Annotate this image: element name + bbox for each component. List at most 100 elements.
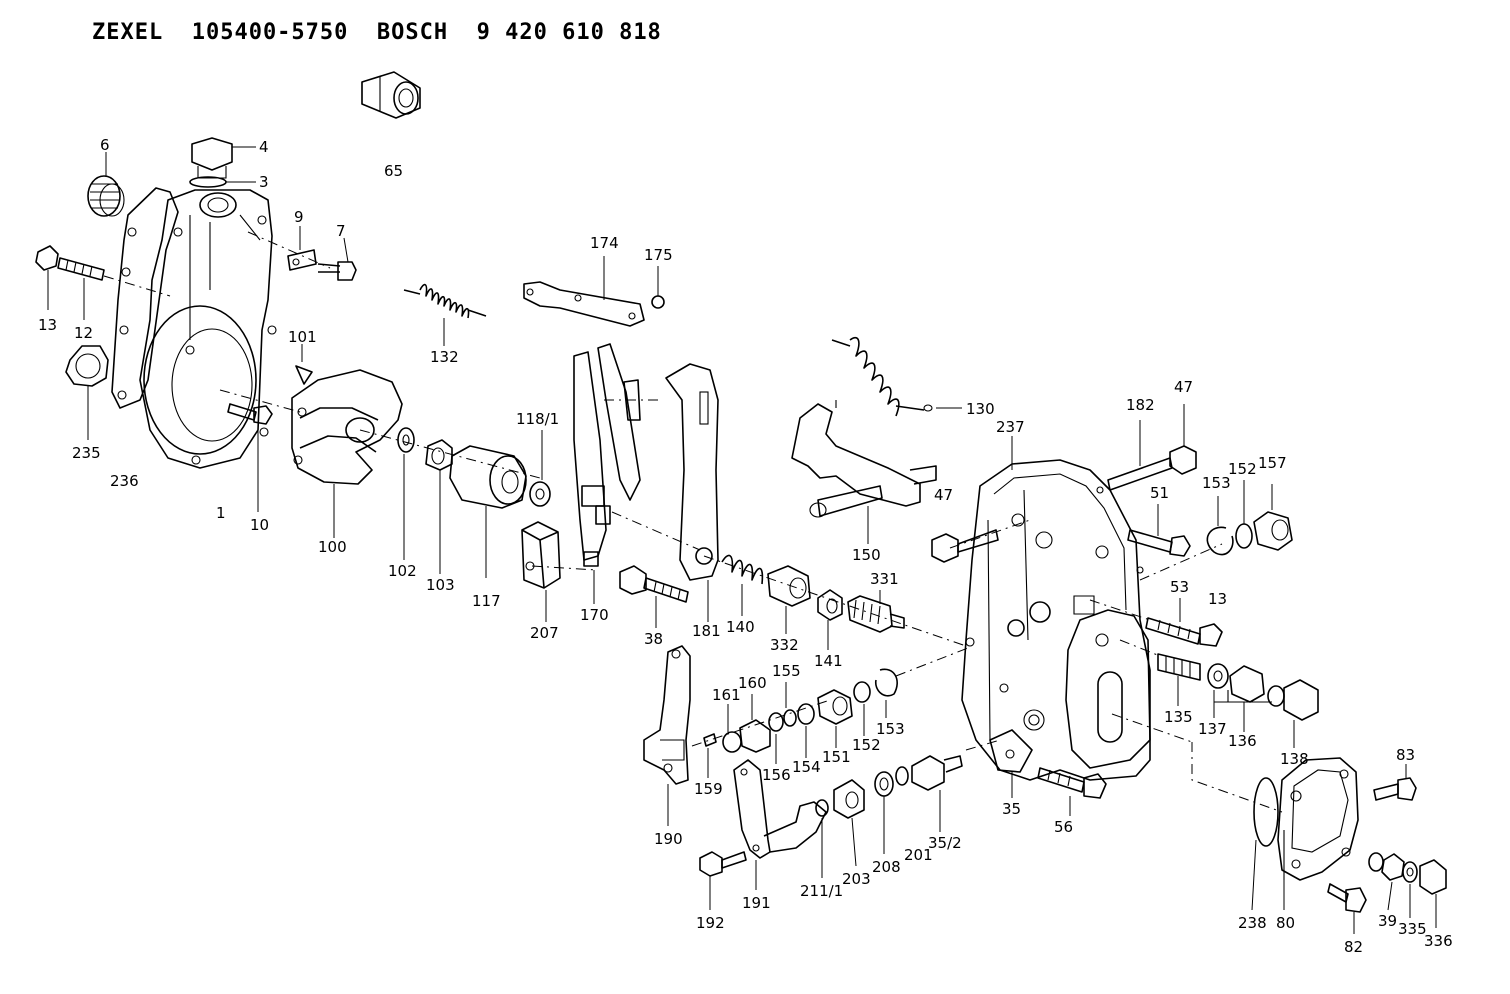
- label-207: 207: [530, 624, 559, 642]
- label-7: 7: [336, 222, 346, 240]
- part-332-nut: [767, 565, 811, 634]
- label-138: 138: [1280, 750, 1309, 768]
- part-160-spring-seat: [739, 694, 771, 753]
- label-118-1: 118/1: [516, 410, 559, 428]
- label-56: 56: [1054, 818, 1073, 836]
- label-159: 159: [694, 780, 723, 798]
- part-65-nut: [361, 71, 421, 119]
- label-151: 151: [822, 748, 851, 766]
- part-bolt-cover-left: [931, 529, 999, 563]
- part-155-washer: [768, 682, 797, 732]
- label-191: 191: [742, 894, 771, 912]
- part-9-plate: [287, 226, 317, 271]
- part-39-washer: [1368, 852, 1384, 872]
- label-150: 150: [852, 546, 881, 564]
- part-331-adjust-bolt: [847, 590, 905, 633]
- label-174: 174: [590, 234, 619, 252]
- label-47-right: 47: [1174, 378, 1193, 396]
- label-100: 100: [318, 538, 347, 556]
- label-132: 132: [430, 348, 459, 366]
- part-191-lever: [733, 759, 827, 890]
- part-53-bolt: [1145, 598, 1223, 647]
- label-135: 135: [1164, 708, 1193, 726]
- label-39: 39: [1378, 912, 1397, 930]
- label-208: 208: [872, 858, 901, 876]
- diagram-title: ZEXEL 105400-5750 BOSCH 9 420 610 818: [92, 20, 662, 45]
- part-157-plug: [1253, 484, 1293, 551]
- label-137: 137: [1198, 720, 1227, 738]
- label-83: 83: [1396, 746, 1415, 764]
- label-203: 203: [842, 870, 871, 888]
- label-331: 331: [870, 570, 899, 588]
- part-13-nut: [35, 245, 59, 310]
- part-336-cap-nut: [1419, 859, 1447, 928]
- part-207-block: [521, 521, 597, 622]
- part-150-control-lever: [791, 400, 937, 544]
- part-labels: 4 3 6 9 7 13 12 235 236 1 10 101 100 102…: [38, 136, 1453, 956]
- part-161-washer: [722, 704, 742, 753]
- part-151-sleeve: [817, 689, 853, 748]
- label-157: 157: [1258, 454, 1287, 472]
- label-13-left: 13: [38, 316, 57, 334]
- part-100-flyweight-assembly: [291, 369, 403, 538]
- label-10: 10: [250, 516, 269, 534]
- part-117-shift-sleeve: [449, 445, 527, 578]
- part-141-nut: [817, 589, 843, 650]
- label-236: 236: [110, 472, 139, 490]
- label-336: 336: [1424, 932, 1453, 950]
- part-190-lever: [643, 645, 691, 826]
- part-335-washer: [1402, 861, 1418, 918]
- part-181-lever: [665, 363, 719, 622]
- label-80: 80: [1276, 914, 1295, 932]
- label-238: 238: [1238, 914, 1267, 932]
- part-7-screw: [317, 237, 357, 281]
- part-103-sleeve: [425, 439, 453, 574]
- label-161: 161: [712, 686, 741, 704]
- part-51-screw: [1127, 504, 1191, 557]
- part-152-o-ring: [1235, 480, 1253, 549]
- label-192: 192: [696, 914, 725, 932]
- label-153-lower: 153: [876, 720, 905, 738]
- part-175-clip: [651, 266, 665, 309]
- part-102-washer: [397, 427, 415, 560]
- label-160: 160: [738, 674, 767, 692]
- part-140-spring: [721, 554, 764, 616]
- label-51: 51: [1150, 484, 1169, 502]
- part-130-spring: [831, 336, 962, 417]
- label-201: 201: [904, 846, 933, 864]
- part-153-circlip: [1206, 496, 1234, 556]
- label-152: 152: [1228, 460, 1257, 478]
- label-9: 9: [294, 208, 304, 226]
- part-201-o-ring: [895, 766, 909, 786]
- label-190: 190: [654, 830, 683, 848]
- part-6-threaded-plug: [87, 152, 125, 217]
- label-102: 102: [388, 562, 417, 580]
- part-135-screw: [1157, 653, 1201, 706]
- label-136: 136: [1228, 732, 1257, 750]
- label-170: 170: [580, 606, 609, 624]
- label-3: 3: [259, 173, 269, 191]
- label-175: 175: [644, 246, 673, 264]
- part-235-clamp: [65, 345, 109, 440]
- label-152-lower: 152: [852, 736, 881, 754]
- part-washer-138a: [1267, 685, 1285, 707]
- part-211-1-washer: [815, 799, 829, 878]
- label-1: 1: [216, 504, 226, 522]
- label-12: 12: [74, 324, 93, 342]
- part-208-sleeve: [874, 771, 894, 854]
- part-1-governor-housing: [139, 189, 277, 469]
- part-56-bolt: [1037, 767, 1107, 816]
- part-170-tension-lever: [573, 343, 641, 604]
- label-156: 156: [762, 766, 791, 784]
- label-38: 38: [644, 630, 663, 648]
- part-136-nut: [1229, 665, 1265, 732]
- label-155: 155: [772, 662, 801, 680]
- part-38-bolt: [619, 565, 689, 628]
- label-101: 101: [288, 328, 317, 346]
- label-335: 335: [1398, 920, 1427, 938]
- part-washer-39b: [1381, 853, 1405, 911]
- label-235: 235: [72, 444, 101, 462]
- label-6: 6: [100, 136, 110, 154]
- part-4-plug: [191, 137, 256, 179]
